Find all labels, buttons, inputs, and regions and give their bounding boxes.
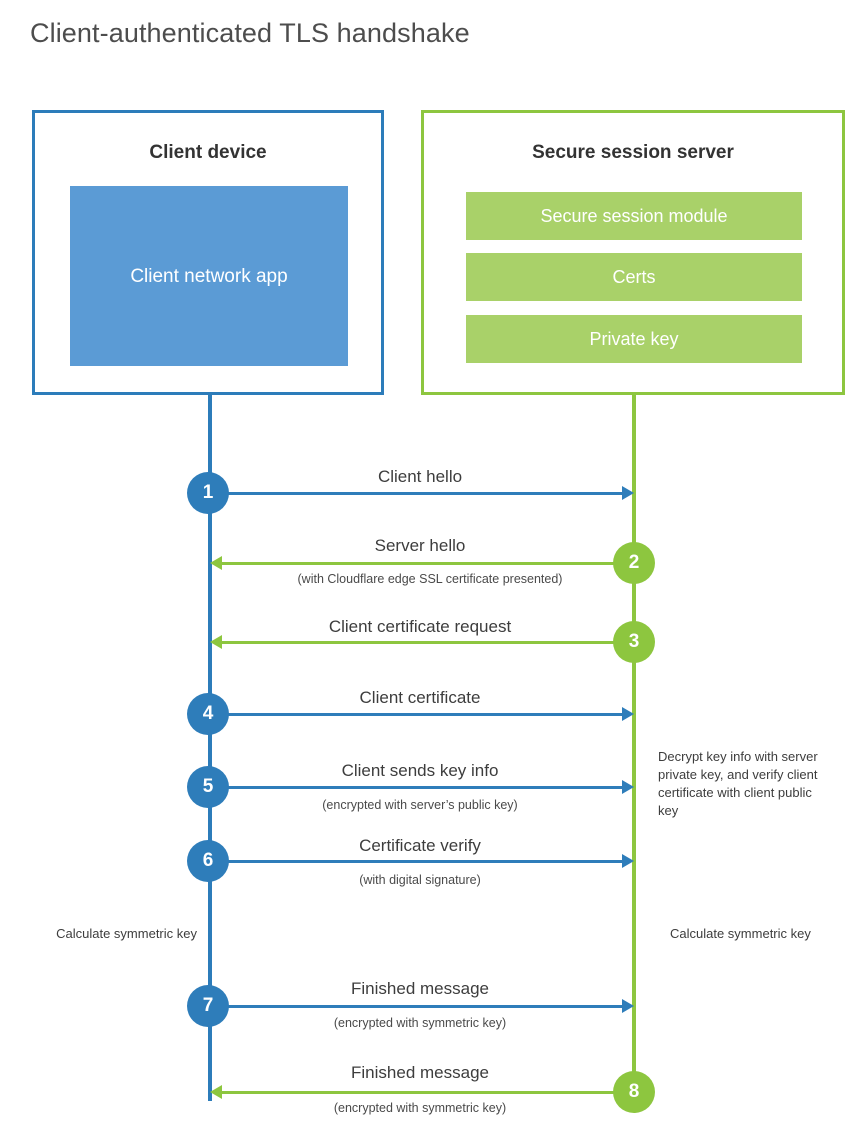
server-lifeline <box>632 395 636 1095</box>
step-3-label: Client certificate request <box>328 617 512 636</box>
client-lifeline <box>208 395 212 1101</box>
step-5-arrow-line <box>210 786 628 789</box>
step-4-label: Client certificate <box>359 688 481 707</box>
step-2-arrow-line <box>222 562 632 565</box>
client-network-app-block: Client network app <box>70 186 348 366</box>
step-7-number-badge: 7 <box>187 985 229 1027</box>
step-1-arrow-line <box>210 492 628 495</box>
server-decrypt-annotation: Decrypt key info with server private key… <box>658 749 818 818</box>
step-7-arrow-head-icon <box>622 999 634 1013</box>
step-6-number-badge: 6 <box>187 840 229 882</box>
secure-session-server-title: Secure session server <box>532 142 734 163</box>
step-7-arrow-line <box>210 1005 628 1008</box>
step-6-arrow-head-icon <box>622 854 634 868</box>
step-5-sublabel: (encrypted with server’s public key) <box>322 798 518 812</box>
step-5-label: Client sends key info <box>341 761 499 780</box>
step-7-sublabel: (encrypted with symmetric key) <box>333 1016 507 1030</box>
step-4-arrow-line <box>210 713 628 716</box>
server-component-secure-session-module: Secure session module <box>466 192 802 240</box>
client-calculate-symmetric-key-annotation: Calculate symmetric key <box>56 926 197 941</box>
step-5-arrow-head-icon <box>622 780 634 794</box>
step-3-arrow-line <box>222 641 632 644</box>
step-6-label: Certificate verify <box>359 836 481 855</box>
step-8-arrow-head-icon <box>210 1085 222 1099</box>
step-6-arrow-line <box>210 860 628 863</box>
step-8-label: Finished message <box>351 1063 489 1082</box>
server-calculate-symmetric-key-annotation: Calculate symmetric key <box>670 926 811 941</box>
step-2-number-badge: 2 <box>613 542 655 584</box>
step-2-label: Server hello <box>374 536 466 555</box>
step-3-arrow-head-icon <box>210 635 222 649</box>
step-1-arrow-head-icon <box>622 486 634 500</box>
step-7-label: Finished message <box>351 979 489 998</box>
step-3-number-badge: 3 <box>613 621 655 663</box>
client-device-title: Client device <box>149 142 267 163</box>
step-5-number-badge: 5 <box>187 766 229 808</box>
step-8-arrow-line <box>222 1091 632 1094</box>
server-component-certs: Certs <box>466 253 802 301</box>
client-device-box: Client device Client network app <box>32 110 384 395</box>
page-title: Client-authenticated TLS handshake <box>30 18 470 48</box>
step-1-label: Client hello <box>377 467 463 486</box>
step-8-sublabel: (encrypted with symmetric key) <box>333 1101 507 1115</box>
step-6-sublabel: (with digital signature) <box>359 873 481 887</box>
step-8-number-badge: 8 <box>613 1071 655 1113</box>
server-component-private-key: Private key <box>466 315 802 363</box>
step-4-arrow-head-icon <box>622 707 634 721</box>
step-1-number-badge: 1 <box>187 472 229 514</box>
step-4-number-badge: 4 <box>187 693 229 735</box>
step-2-arrow-head-icon <box>210 556 222 570</box>
secure-session-server-box: Secure session server Secure session mod… <box>421 110 845 395</box>
step-2-sublabel: (with Cloudflare edge SSL certificate pr… <box>297 572 563 586</box>
